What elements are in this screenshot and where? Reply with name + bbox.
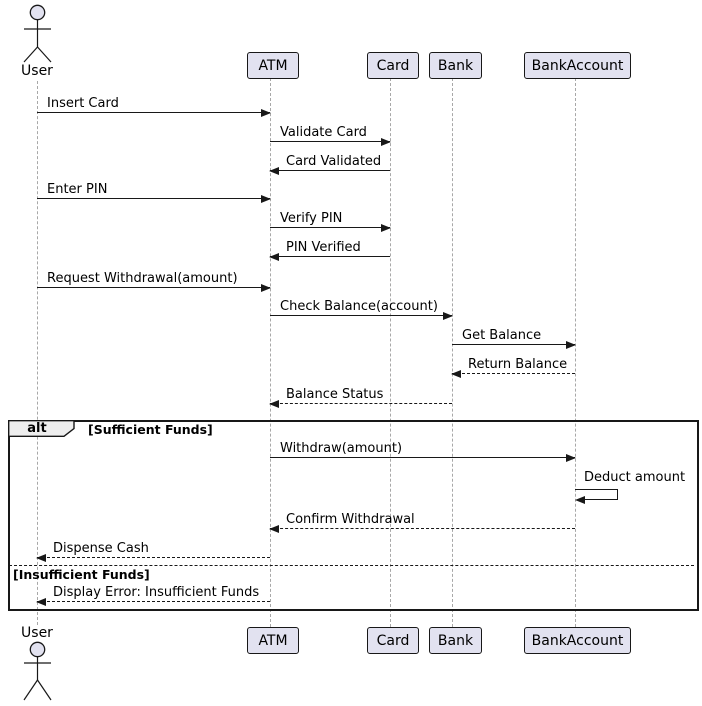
alt-guard-sufficient: [Sufficient Funds] bbox=[88, 422, 213, 437]
message-insert-card: Insert Card bbox=[37, 96, 271, 117]
participant-label: Card bbox=[376, 57, 410, 74]
lifeline-user bbox=[36, 81, 38, 625]
arrowhead-icon bbox=[575, 495, 585, 504]
message-withdraw: Withdraw(amount) bbox=[270, 441, 576, 462]
message-get-balance: Get Balance bbox=[452, 328, 576, 349]
arrowhead-icon bbox=[443, 311, 453, 320]
message-display-error: Display Error: Insufficient Funds bbox=[36, 585, 270, 606]
actor-label-bottom: User bbox=[21, 625, 53, 641]
participant-bankaccount-top: BankAccount bbox=[524, 52, 631, 79]
message-line bbox=[270, 528, 575, 529]
message-balance-status: Balance Status bbox=[269, 387, 452, 408]
alt-tab-shape-icon bbox=[8, 420, 75, 437]
message-line bbox=[270, 170, 390, 171]
message-return-balance: Return Balance bbox=[451, 357, 575, 378]
arrowhead-icon bbox=[36, 597, 46, 606]
message-line bbox=[37, 601, 270, 602]
arrowhead-icon bbox=[261, 194, 271, 203]
message-label: Validate Card bbox=[280, 125, 367, 140]
alt-operator-label: alt bbox=[27, 421, 47, 436]
message-line bbox=[37, 557, 270, 558]
message-line bbox=[452, 344, 575, 345]
self-message-line bbox=[584, 499, 618, 500]
arrowhead-icon bbox=[261, 108, 271, 117]
message-line bbox=[270, 227, 390, 228]
message-label: Confirm Withdrawal bbox=[286, 512, 415, 527]
participant-bank-top: Bank bbox=[429, 52, 482, 79]
message-label: Dispense Cash bbox=[53, 541, 149, 556]
arrowhead-icon bbox=[36, 553, 46, 562]
participant-label: Card bbox=[376, 632, 410, 649]
message-label: Display Error: Insufficient Funds bbox=[53, 585, 260, 600]
participant-label: BankAccount bbox=[531, 57, 624, 74]
message-line bbox=[37, 287, 270, 288]
participant-card-bottom: Card bbox=[367, 627, 419, 654]
arrowhead-icon bbox=[381, 137, 391, 146]
participant-label: ATM bbox=[258, 632, 288, 649]
message-label: Get Balance bbox=[462, 328, 542, 343]
participant-atm-bottom: ATM bbox=[247, 627, 299, 654]
participant-bank-bottom: Bank bbox=[429, 627, 482, 654]
lifeline-card bbox=[389, 78, 391, 627]
message-line bbox=[452, 373, 575, 374]
message-label: Return Balance bbox=[468, 357, 568, 372]
self-message-line bbox=[575, 489, 618, 490]
message-label: PIN Verified bbox=[286, 240, 361, 255]
message-label: Check Balance(account) bbox=[280, 299, 438, 314]
self-message-line bbox=[617, 489, 618, 500]
arrowhead-icon bbox=[269, 524, 279, 533]
message-confirm-withdrawal: Confirm Withdrawal bbox=[269, 512, 575, 533]
message-line bbox=[270, 457, 575, 458]
message-label: Withdraw(amount) bbox=[280, 441, 403, 456]
arrowhead-icon bbox=[269, 166, 279, 175]
participant-label: Bank bbox=[437, 632, 474, 649]
participant-label: ATM bbox=[258, 57, 288, 74]
participant-label: Bank bbox=[437, 57, 474, 74]
actor-label-top: User bbox=[21, 63, 53, 79]
message-enter-pin: Enter PIN bbox=[37, 182, 271, 203]
message-line bbox=[270, 315, 452, 316]
message-line bbox=[270, 403, 452, 404]
lifeline-bankaccount bbox=[574, 78, 576, 627]
message-line bbox=[270, 256, 390, 257]
user-actor-icon bbox=[23, 641, 52, 701]
message-line bbox=[37, 198, 270, 199]
message-validate-card: Validate Card bbox=[270, 125, 391, 146]
message-label: Enter PIN bbox=[47, 182, 108, 197]
message-label: Request Withdrawal(amount) bbox=[47, 271, 238, 286]
message-label: Card Validated bbox=[286, 154, 382, 169]
message-deduct-amount: Deduct amount bbox=[584, 470, 694, 486]
alt-frame bbox=[8, 420, 699, 611]
message-line bbox=[37, 112, 270, 113]
message-request-withdrawal: Request Withdrawal(amount) bbox=[37, 271, 271, 292]
message-label: Insert Card bbox=[47, 96, 119, 111]
message-label: Deduct amount bbox=[584, 470, 686, 485]
message-pin-verified: PIN Verified bbox=[269, 240, 390, 261]
arrowhead-icon bbox=[451, 369, 461, 378]
arrowhead-icon bbox=[566, 453, 576, 462]
arrowhead-icon bbox=[566, 340, 576, 349]
participant-label: BankAccount bbox=[531, 632, 624, 649]
arrowhead-icon bbox=[269, 252, 279, 261]
alt-operator-tab: alt bbox=[8, 420, 76, 437]
alt-divider bbox=[9, 565, 694, 566]
lifeline-atm bbox=[269, 78, 271, 627]
participant-atm-top: ATM bbox=[247, 52, 299, 79]
message-label: Balance Status bbox=[286, 387, 384, 402]
lifeline-bank bbox=[451, 78, 453, 627]
arrowhead-icon bbox=[381, 223, 391, 232]
alt-guard-insufficient: [Insufficient Funds] bbox=[13, 567, 150, 582]
message-label: Verify PIN bbox=[280, 211, 343, 226]
arrowhead-icon bbox=[261, 283, 271, 292]
user-actor-icon bbox=[23, 4, 52, 63]
participant-card-top: Card bbox=[367, 52, 419, 79]
message-verify-pin: Verify PIN bbox=[270, 211, 391, 232]
participant-bankaccount-bottom: BankAccount bbox=[524, 627, 631, 654]
message-dispense-cash: Dispense Cash bbox=[36, 541, 270, 562]
message-line bbox=[270, 141, 390, 142]
message-check-balance: Check Balance(account) bbox=[270, 299, 453, 320]
message-card-validated: Card Validated bbox=[269, 154, 390, 175]
arrowhead-icon bbox=[269, 399, 279, 408]
